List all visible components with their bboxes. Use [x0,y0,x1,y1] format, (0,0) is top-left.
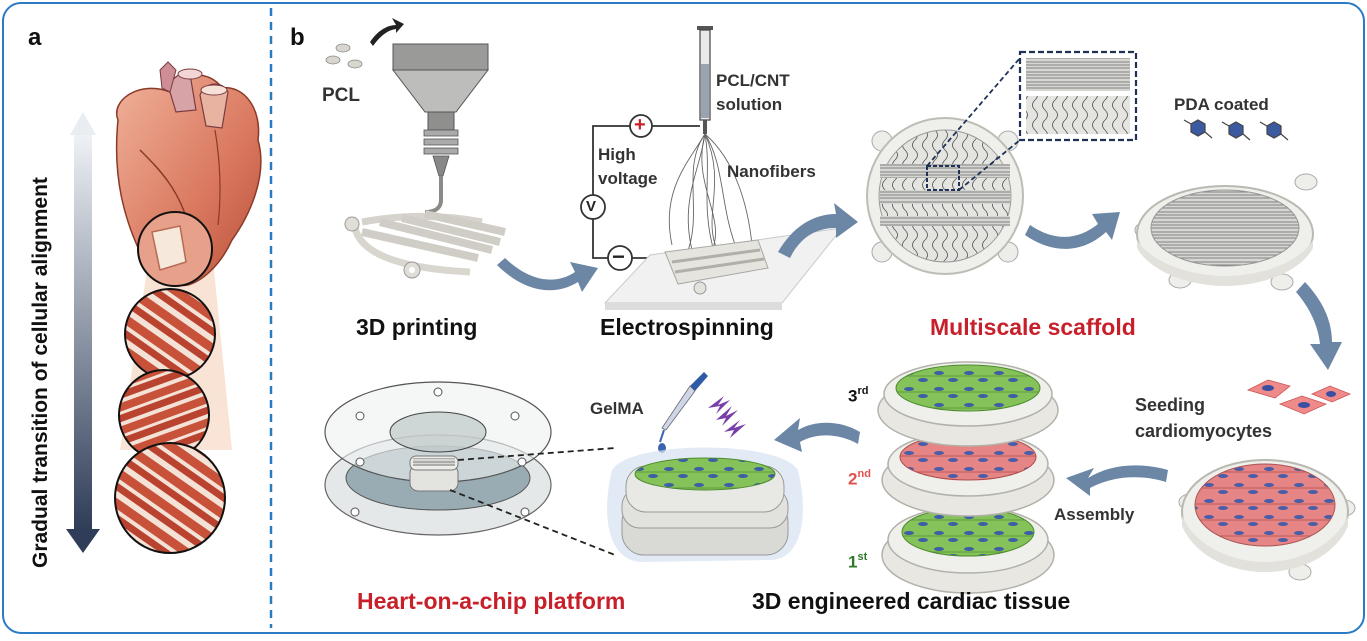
cardiomyocyte-cells [1246,379,1352,415]
alignment-axis-label: Gradual transition of cellular alignment [29,177,52,568]
voltmeter-symbol: V [586,198,597,215]
voltage-label-line1: High [598,145,636,164]
assembly-label: Assembly [1054,505,1135,524]
tissue-circle-4 [114,442,226,554]
pda-coated-scaffold [1134,173,1318,291]
layer-3-label: 3rd [848,385,869,406]
layer-2-label: 2nd [848,468,871,489]
pda-molecules [1183,119,1289,141]
arrow-assembly-to-chip [774,418,860,452]
layer-1-suffix: st [857,551,868,563]
arrow-scaffold-to-pda [1025,212,1120,249]
layer-2-suffix: nd [857,468,871,480]
multiscale-scaffold [866,50,1138,275]
seeding-label-line1: Seeding [1135,395,1206,415]
stage-3d-printing: 3D printing [356,314,478,340]
voltage-label-line2: voltage [598,169,658,188]
layer-1-label: 1st [848,551,868,572]
stage-multiscale-scaffold: Multiscale scaffold [930,314,1136,340]
minus-terminal [607,245,633,271]
alignment-gradient-arrow [66,112,100,553]
plus-terminal [629,114,653,138]
collector-scaffold [664,239,769,295]
stage-electrospinning: Electrospinning [600,314,774,340]
arrow-print-to-spin [497,258,598,292]
printed-scaffold [344,210,506,279]
chip-device [324,381,616,556]
layer-3-suffix: rd [857,385,869,397]
syringe [697,26,713,134]
gelma-tissue [607,447,803,562]
nanofibers-label: Nanofibers [727,162,816,181]
layer-3-number: 3 [848,386,858,406]
tissue-layer-3 [877,361,1059,447]
tissue-stack [877,361,1059,594]
pcl-pellets [325,18,404,69]
solution-label-line2: solution [716,95,783,114]
uv-light-icon [708,396,746,438]
plus-symbol: + [634,114,646,136]
stage-heart-on-chip: Heart-on-a-chip platform [357,588,626,614]
stage-engineered-tissue: 3D engineered cardiac tissue [752,588,1071,614]
panel-a-graphics [66,61,262,554]
gelma-label: GelMA [590,399,644,418]
arrow-pda-to-seed [1296,282,1342,370]
solution-label-line1: PCL/CNT [716,71,790,90]
pcl-label: PCL [322,85,360,106]
panel-b-letter: b [290,24,305,51]
panel-a-letter: a [28,24,42,51]
tissue-layer-2 [881,431,1055,517]
zoom-box-small [926,165,960,191]
seeding-label-line2: cardiomyocytes [1135,421,1273,441]
chip-stacked-tissue [409,455,459,492]
layer-2-number: 2 [848,469,858,489]
arrow-spin-to-scaffold [778,203,858,258]
layer-1-number: 1 [848,552,858,572]
tissue-circle-2 [124,288,216,380]
voltmeter [580,194,606,220]
flow-arrows [497,203,1342,496]
minus-symbol: − [612,244,625,269]
pda-label: PDA coated [1174,95,1269,114]
printer-nozzle [391,43,490,214]
seeded-scaffold [1178,459,1356,581]
gelma-pipette [658,372,708,453]
tissue-layer-1 [881,506,1055,594]
arrow-seed-to-assembly [1066,465,1168,496]
tissue-circle-1 [137,211,213,287]
